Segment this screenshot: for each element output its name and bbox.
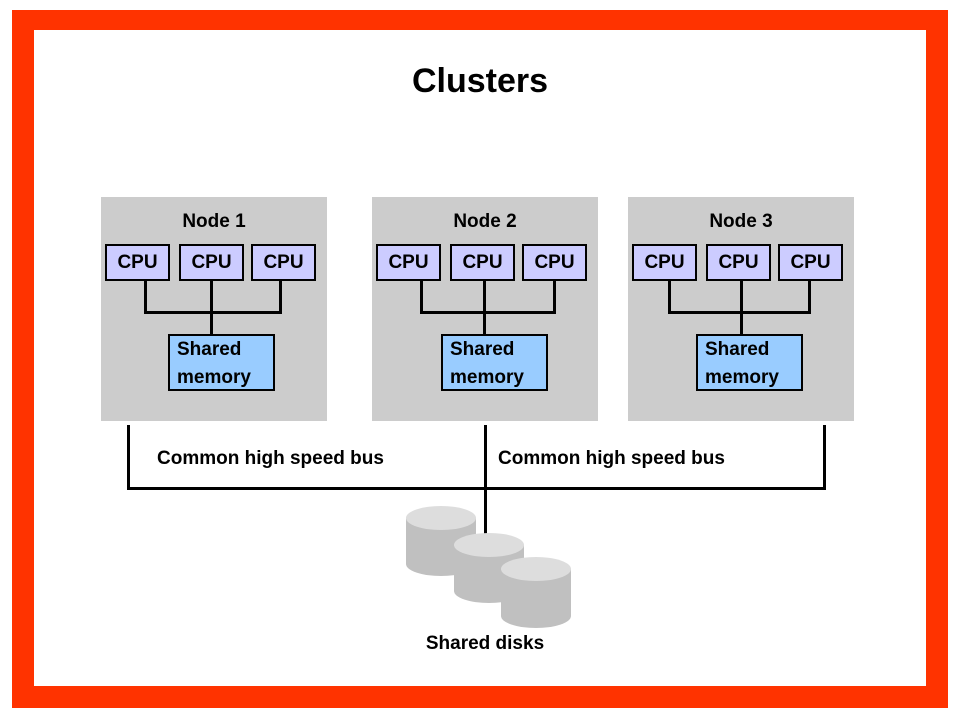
shared-memory-box: Shared memory — [441, 334, 548, 391]
node-label: Node 1 — [182, 211, 246, 232]
cpu-connector — [420, 281, 423, 313]
node-label: Node 2 — [453, 211, 517, 232]
cpu-connector — [740, 281, 743, 334]
cpu-connector — [210, 281, 213, 334]
cpu-connector — [144, 281, 147, 313]
cpu-connector — [668, 281, 671, 313]
cpu-box: CPU — [632, 244, 697, 281]
common-bus-line — [127, 487, 826, 490]
memory-label-line1: Shared — [450, 339, 515, 360]
memory-label-line1: Shared — [177, 339, 242, 360]
node-internal-bus — [668, 311, 811, 314]
memory-label-line2: memory — [705, 367, 779, 388]
shared-memory-box: Shared memory — [696, 334, 803, 391]
memory-label-line1: Shared — [705, 339, 770, 360]
cpu-box: CPU — [376, 244, 441, 281]
page-title: Clusters — [411, 62, 549, 100]
bus-drop-node-1 — [127, 425, 130, 490]
node-3: Node 3 CPU CPU CPU Shared memory — [628, 197, 854, 421]
cpu-box: CPU — [251, 244, 316, 281]
cpu-connector — [279, 281, 282, 313]
memory-label-line2: memory — [450, 367, 524, 388]
cpu-box: CPU — [706, 244, 771, 281]
disk-cylinder-icon — [501, 557, 571, 628]
bus-label-right: Common high speed bus — [498, 448, 725, 469]
cpu-connector — [553, 281, 556, 313]
bus-drop-node-2 — [484, 425, 487, 535]
cpu-box: CPU — [450, 244, 515, 281]
bus-drop-node-3 — [823, 425, 826, 490]
cpu-box: CPU — [778, 244, 843, 281]
node-label: Node 3 — [709, 211, 773, 232]
shared-disks-label: Shared disks — [425, 633, 545, 654]
shared-memory-box: Shared memory — [168, 334, 275, 391]
cpu-connector — [483, 281, 486, 334]
bus-label-left: Common high speed bus — [157, 448, 384, 469]
cpu-box: CPU — [179, 244, 244, 281]
node-internal-bus — [420, 311, 556, 314]
node-internal-bus — [144, 311, 282, 314]
node-1: Node 1 CPU CPU CPU Shared memory — [101, 197, 327, 421]
memory-label-line2: memory — [177, 367, 251, 388]
cpu-box: CPU — [522, 244, 587, 281]
cpu-connector — [808, 281, 811, 313]
node-2: Node 2 CPU CPU CPU Shared memory — [372, 197, 598, 421]
cpu-box: CPU — [105, 244, 170, 281]
